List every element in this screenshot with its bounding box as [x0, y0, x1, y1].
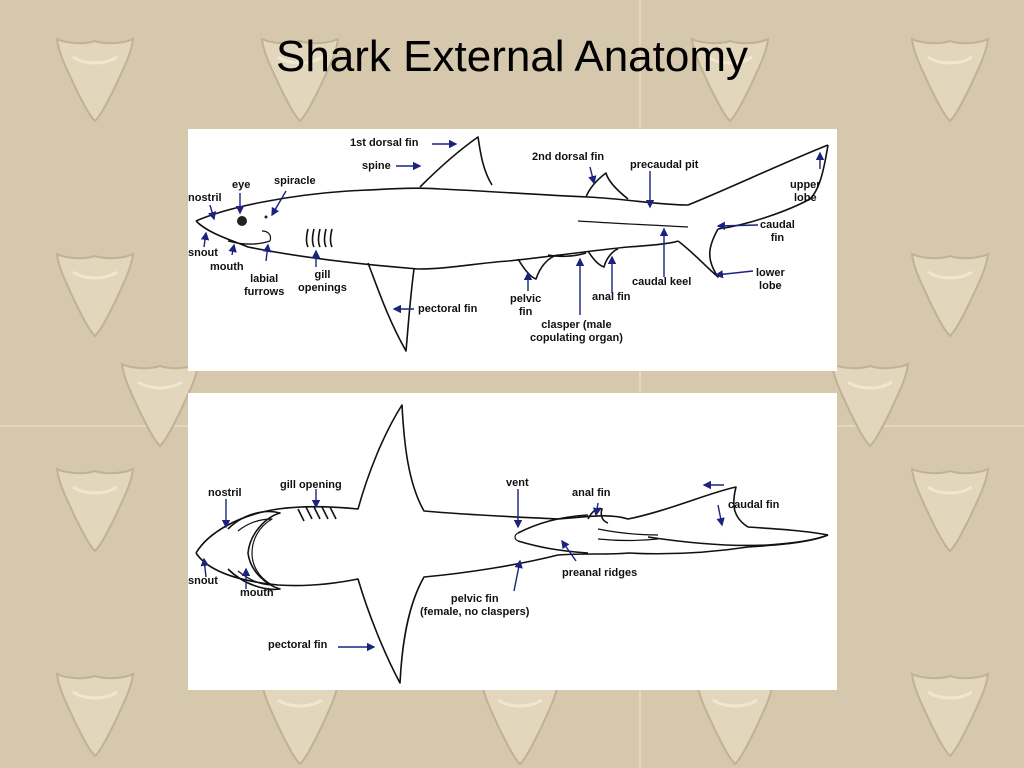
label-precaudal-pit: precaudal pit: [630, 159, 699, 171]
label-caudal-keel: caudal keel: [632, 276, 692, 288]
ventral-label-vent: vent: [506, 477, 529, 489]
ventral-label-caudal-fin: caudal fin: [728, 499, 780, 511]
ventral-label-nostril: nostril: [208, 487, 242, 499]
label-eye: eye: [232, 179, 251, 191]
label-pectoral-fin: pectoral fin: [418, 303, 478, 315]
ventral-label-gill-opening: gill opening: [280, 479, 342, 491]
pectoral-fin-shape: [367, 262, 415, 352]
label-second-dorsal-fin: 2nd dorsal fin: [532, 151, 605, 163]
label-snout: snout: [188, 247, 218, 259]
ventral-label-pectoral-fin: pectoral fin: [268, 639, 328, 651]
side-view-diagram: 1st dorsal fin spine 2nd dorsal fin prec…: [188, 129, 837, 371]
ventral-label-preanal-ridges: preanal ridges: [562, 567, 638, 579]
shark-body-outline: [195, 144, 829, 222]
label-anal-fin: anal fin: [592, 291, 631, 303]
slide-title: Shark External Anatomy: [275, 32, 748, 81]
ventral-label-pelvic-fin: pelvic fin(female, no claspers): [420, 593, 530, 618]
label-spiracle: spiracle: [274, 175, 316, 187]
ventral-label-snout: snout: [188, 575, 218, 587]
label-spine: spine: [362, 160, 391, 172]
eye-shape: [237, 216, 247, 226]
shark-ventral-drawing: [195, 404, 829, 684]
ventral-body-outline: [195, 404, 829, 554]
shark-side-drawing: [195, 136, 829, 352]
ventral-label-mouth: mouth: [240, 587, 274, 599]
ventral-label-anal-fin: anal fin: [572, 487, 611, 499]
first-dorsal-fin: [419, 136, 493, 188]
label-first-dorsal-fin: 1st dorsal fin: [350, 137, 419, 149]
label-mouth: mouth: [210, 261, 244, 273]
ventral-view-diagram: nostril gill opening vent anal fin cauda…: [188, 393, 837, 690]
label-nostril: nostril: [188, 192, 222, 204]
